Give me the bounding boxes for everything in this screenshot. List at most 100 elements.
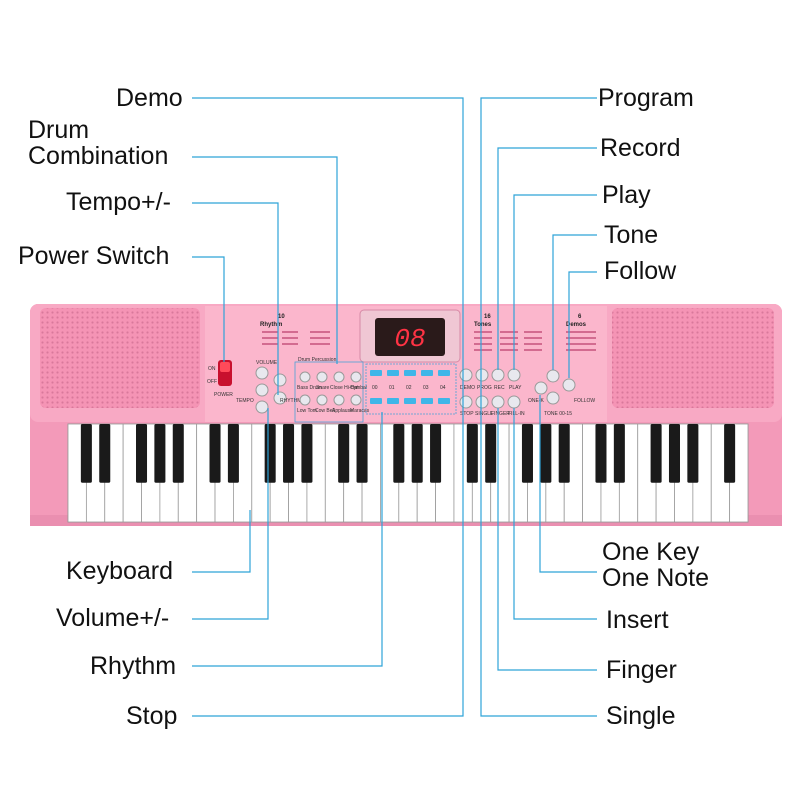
rhythm-panel-label: RHYTHM bbox=[280, 398, 301, 404]
rhythm-button[interactable] bbox=[273, 373, 287, 387]
tone-down-button[interactable] bbox=[546, 391, 560, 405]
speaker-left bbox=[40, 308, 200, 408]
drum-label: Snare bbox=[316, 385, 330, 391]
demo-panel-label: DEMO bbox=[460, 385, 475, 391]
play-button[interactable] bbox=[507, 368, 521, 382]
record-button[interactable] bbox=[491, 368, 505, 382]
onekey-button[interactable] bbox=[534, 381, 548, 395]
leader-insert bbox=[513, 408, 597, 620]
drum-label: Maracas bbox=[350, 408, 370, 414]
black-key[interactable] bbox=[172, 424, 184, 483]
leader-tempo bbox=[192, 202, 279, 395]
single-button[interactable] bbox=[475, 395, 489, 409]
drum-button-applause[interactable] bbox=[333, 394, 345, 406]
black-key[interactable] bbox=[613, 424, 625, 483]
demos-list-count: 6 bbox=[578, 314, 582, 320]
volume-up-button[interactable] bbox=[255, 366, 269, 380]
drum-button-cowbell[interactable] bbox=[316, 394, 328, 406]
pad[interactable] bbox=[438, 370, 450, 376]
leader-tone bbox=[552, 234, 597, 370]
leader-keyboard bbox=[192, 510, 251, 573]
black-key[interactable] bbox=[687, 424, 699, 483]
follow-button[interactable] bbox=[562, 378, 576, 392]
black-key[interactable] bbox=[99, 424, 111, 483]
leader-demo bbox=[192, 97, 464, 717]
function-labels: DEMO PROG REC PLAY STOP SINGLE FINGER FI… bbox=[460, 385, 525, 417]
black-key[interactable] bbox=[466, 424, 478, 483]
rec-panel-label: REC bbox=[494, 385, 505, 391]
drum-percussion-title: Drum Percussion bbox=[298, 357, 337, 363]
leader-power bbox=[192, 256, 225, 362]
prog-panel-label: PROG bbox=[477, 385, 492, 391]
black-key[interactable] bbox=[430, 424, 442, 483]
label-follow: Follow bbox=[604, 257, 677, 285]
drum-button-maracas[interactable] bbox=[350, 394, 362, 406]
black-key[interactable] bbox=[521, 424, 533, 483]
black-key[interactable] bbox=[283, 424, 295, 483]
tempo-button[interactable] bbox=[255, 400, 269, 414]
black-key[interactable] bbox=[338, 424, 350, 483]
leader-follow bbox=[568, 271, 597, 378]
black-key[interactable] bbox=[595, 424, 607, 483]
drum-button-lowtom[interactable] bbox=[299, 394, 311, 406]
volume-rhythm-cluster bbox=[255, 366, 287, 414]
pad[interactable] bbox=[438, 398, 450, 404]
black-key[interactable] bbox=[393, 424, 405, 483]
program-button[interactable] bbox=[475, 368, 489, 382]
pad[interactable] bbox=[404, 398, 416, 404]
demo-button[interactable] bbox=[459, 368, 473, 382]
label-onekey-line2: One Note bbox=[602, 564, 710, 592]
black-key[interactable] bbox=[209, 424, 221, 483]
fillin-button[interactable] bbox=[507, 395, 521, 409]
black-key[interactable] bbox=[540, 424, 552, 483]
volume-down-button[interactable] bbox=[255, 383, 269, 397]
pad[interactable] bbox=[387, 398, 399, 404]
label-power-switch: Power Switch bbox=[18, 242, 170, 270]
drum-button-hihat[interactable] bbox=[333, 371, 345, 383]
power-switch[interactable] bbox=[218, 360, 232, 386]
drum-button-cymbal[interactable] bbox=[350, 371, 362, 383]
keyboard-keys bbox=[67, 423, 749, 523]
black-key[interactable] bbox=[154, 424, 166, 483]
black-key[interactable] bbox=[301, 424, 313, 483]
black-key[interactable] bbox=[724, 424, 736, 483]
label-volume: Volume+/- bbox=[56, 604, 170, 632]
pad[interactable] bbox=[370, 398, 382, 404]
drum-button-bass[interactable] bbox=[299, 371, 311, 383]
pad-number: 02 bbox=[406, 385, 412, 391]
rhythm-select-button[interactable] bbox=[273, 391, 287, 405]
black-key[interactable] bbox=[264, 424, 276, 483]
leader-drum bbox=[192, 156, 338, 364]
pad[interactable] bbox=[370, 370, 382, 376]
drum-button-snare[interactable] bbox=[316, 371, 328, 383]
pad-number: 01 bbox=[389, 385, 395, 391]
black-key[interactable] bbox=[650, 424, 662, 483]
black-key[interactable] bbox=[485, 424, 497, 483]
volume-panel-label: VOLUME bbox=[256, 360, 278, 366]
drum-label: Applause bbox=[332, 408, 353, 414]
leader-program bbox=[480, 97, 597, 717]
black-key[interactable] bbox=[80, 424, 92, 483]
black-key[interactable] bbox=[411, 424, 423, 483]
pad[interactable] bbox=[421, 398, 433, 404]
black-key[interactable] bbox=[136, 424, 148, 483]
pad[interactable] bbox=[404, 370, 416, 376]
pad[interactable] bbox=[421, 370, 433, 376]
black-key[interactable] bbox=[227, 424, 239, 483]
list-print bbox=[262, 331, 596, 351]
tone-up-button[interactable] bbox=[546, 369, 560, 383]
drum-buttons bbox=[299, 371, 362, 406]
leader-lines bbox=[192, 97, 597, 717]
single-panel-label: SINGLE bbox=[475, 411, 494, 417]
pad[interactable] bbox=[387, 370, 399, 376]
label-finger: Finger bbox=[606, 656, 677, 684]
black-key[interactable] bbox=[356, 424, 368, 483]
black-key[interactable] bbox=[558, 424, 570, 483]
pad-number: 00 bbox=[372, 385, 378, 391]
black-key[interactable] bbox=[668, 424, 680, 483]
tone-select-label: TONE 00-15 bbox=[544, 411, 572, 417]
label-insert: Insert bbox=[606, 606, 669, 634]
finger-button[interactable] bbox=[491, 395, 505, 409]
stop-button[interactable] bbox=[459, 395, 473, 409]
drum-label: Low Tom bbox=[297, 408, 317, 414]
